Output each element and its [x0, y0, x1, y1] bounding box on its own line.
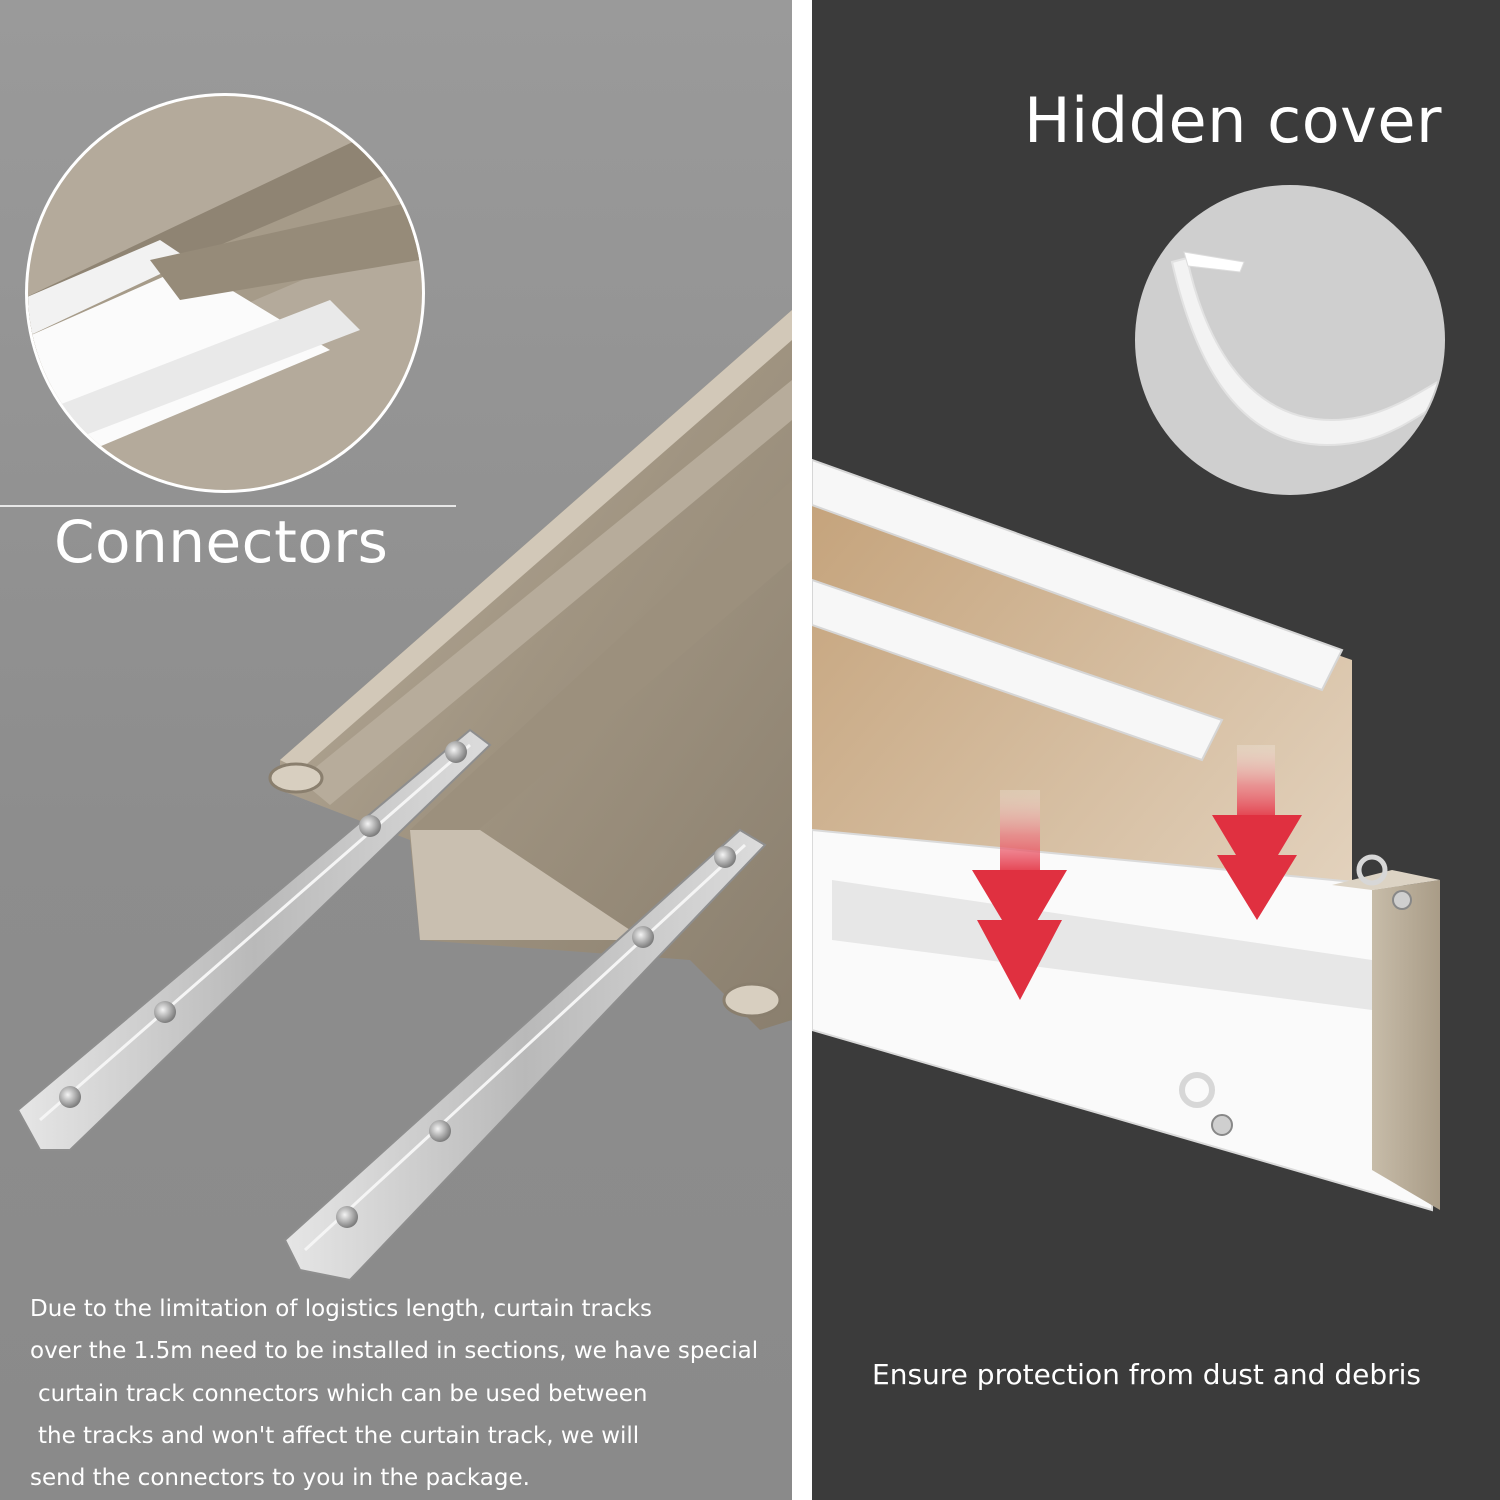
connector-bar-2 — [283, 828, 767, 1282]
description-line: the tracks and won't affect the curtain … — [38, 1423, 640, 1449]
description-line: Due to the limitation of logistics lengt… — [30, 1296, 653, 1322]
rivet-icon — [359, 815, 381, 837]
rivet-icon — [336, 1206, 358, 1228]
rivet-icon — [445, 741, 467, 763]
description-line: send the connectors to you in the packag… — [30, 1465, 530, 1491]
hook-icon — [1179, 1072, 1233, 1136]
title-divider — [0, 505, 456, 507]
curtain-track — [268, 310, 792, 1030]
rivet-icon — [429, 1120, 451, 1142]
rivet-icon — [714, 846, 736, 868]
hidden-cover-illustration — [812, 185, 1445, 1212]
protection-caption: Ensure protection from dust and debris — [872, 1358, 1422, 1391]
hidden-cover-title: Hidden cover — [1023, 84, 1442, 157]
connectors-illustration — [16, 93, 792, 1282]
connector-bar-1 — [16, 728, 492, 1151]
panel-divider — [792, 0, 812, 1500]
hidden-cover-panel: Hidden cover — [812, 0, 1500, 1500]
rivet-icon — [154, 1001, 176, 1023]
description-line: curtain track connectors which can be us… — [38, 1381, 648, 1407]
zoom-circle — [25, 93, 425, 493]
rivet-icon — [632, 926, 654, 948]
description-line: over the 1.5m need to be installed in se… — [30, 1338, 759, 1364]
arrow-down-icon — [1212, 745, 1302, 920]
cover-zoom-circle — [1135, 185, 1445, 495]
rivet-icon — [59, 1086, 81, 1108]
connectors-panel: Connectors Due to the limitation of logi… — [0, 0, 792, 1500]
arrow-down-icon — [972, 790, 1067, 1000]
cover-track — [812, 458, 1440, 1212]
hook-icon — [1356, 854, 1412, 910]
connectors-title: Connectors — [54, 508, 389, 576]
